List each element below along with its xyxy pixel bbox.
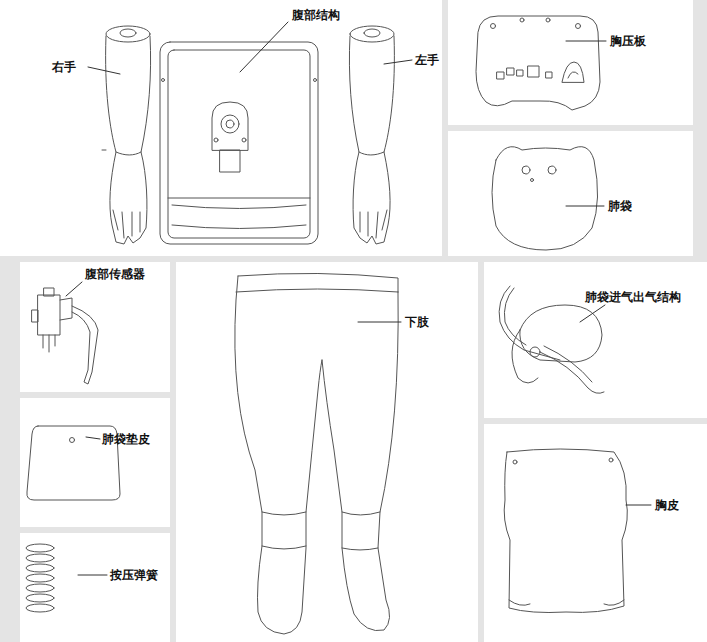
part-label: 肺袋垫皮: [102, 432, 150, 446]
leader-line: [66, 22, 651, 575]
arm-drawing: [349, 26, 394, 244]
part-label: 肺袋: [608, 199, 632, 213]
legs-drawing: [235, 273, 398, 634]
part-label: 腹部传感器: [85, 267, 145, 281]
chest-skin-drawing: [504, 449, 627, 613]
part-label: 下肢: [405, 315, 429, 329]
lung-bag-drawing: [492, 147, 598, 250]
part-label: 按压弹簧: [110, 568, 158, 582]
arm-drawing: [102, 26, 151, 244]
abdomen-drawing: [160, 42, 318, 244]
part-label: 腹部结构: [292, 8, 340, 22]
spring-drawing: [26, 544, 54, 612]
part-label: 肺袋进气出气结构: [585, 290, 681, 304]
sensor-drawing: [32, 288, 98, 384]
part-label: 左手: [415, 53, 439, 67]
part-label: 胸压板: [610, 34, 646, 48]
part-label: 胸皮: [655, 498, 679, 512]
part-label: 右手: [52, 60, 76, 74]
chest-plate-drawing: [476, 16, 600, 110]
